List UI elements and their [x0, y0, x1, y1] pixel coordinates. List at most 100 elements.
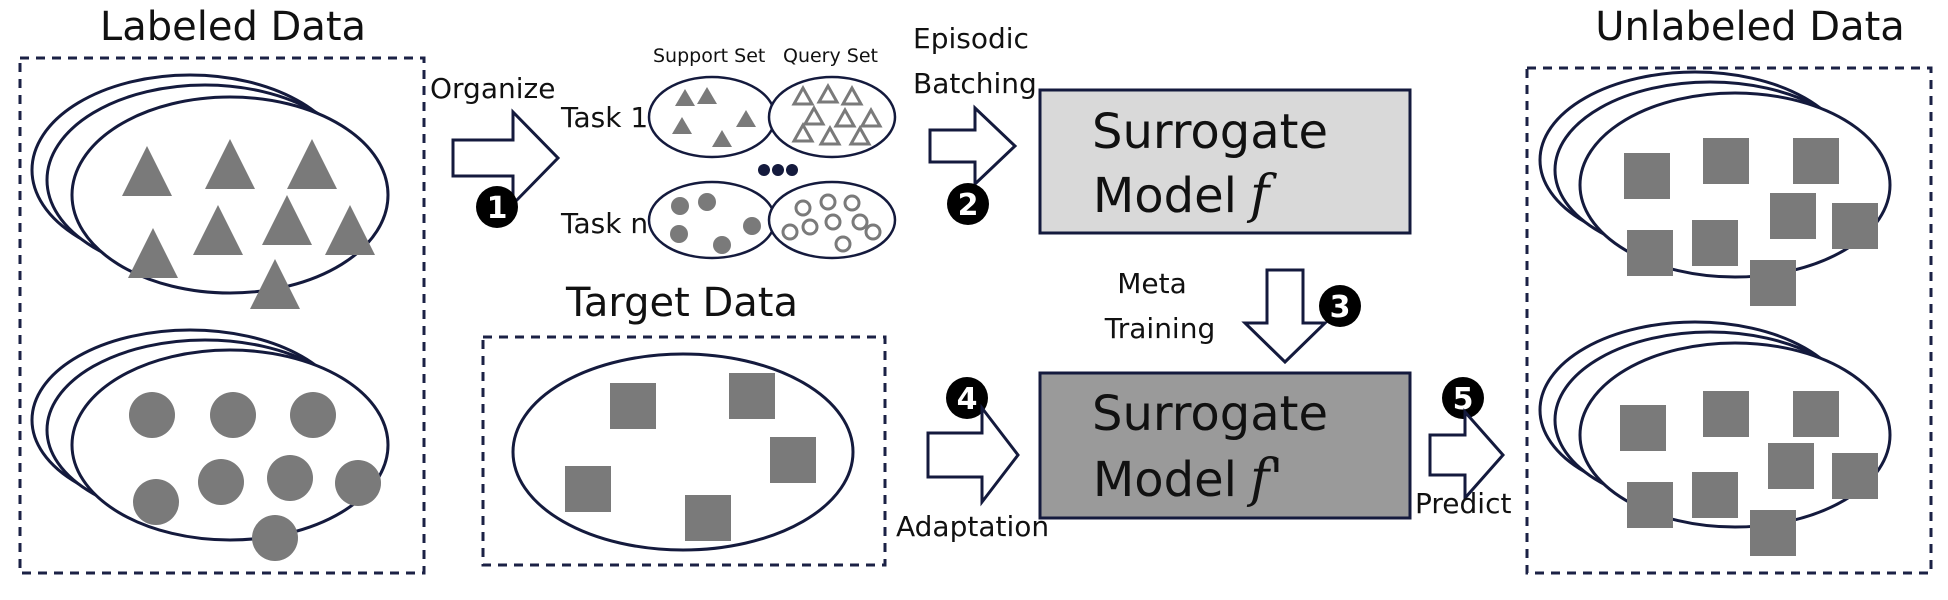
circle-shape: [252, 515, 298, 561]
predict-arrow: [1428, 408, 1506, 502]
circle-shape: [290, 392, 336, 438]
triangle-shape: [128, 228, 178, 278]
target-data-set: [511, 352, 855, 552]
square-shape: [770, 437, 816, 483]
square-shape: [1750, 260, 1796, 306]
step-5-badge: 5: [1442, 377, 1484, 419]
adaptation-label: Adaptation: [896, 510, 1049, 543]
meta-label-line2: Training: [1104, 312, 1215, 345]
square-shape: [1627, 482, 1673, 528]
target-data-title: Target Data: [565, 280, 798, 326]
square-shape: [1793, 138, 1839, 184]
task-n-support-set: [647, 180, 777, 260]
svg-text:4: 4: [957, 382, 978, 417]
episodic-label-line2: Batching: [913, 67, 1037, 100]
triangle-shape: [122, 146, 172, 196]
svg-text:2: 2: [958, 188, 979, 223]
episodic-arrow: [928, 104, 1018, 188]
triangle-outline: [840, 84, 864, 106]
meta-label-line1: Meta: [1117, 267, 1187, 300]
circle-outline: [819, 193, 837, 211]
svg-text:3: 3: [1330, 290, 1351, 325]
triangle-shape: [675, 89, 695, 106]
triangle-outline: [816, 82, 840, 104]
square-shape: [1703, 138, 1749, 184]
circle-outline: [864, 223, 882, 241]
circle-shape: [671, 197, 689, 215]
step-4-badge: 4: [946, 377, 988, 419]
square-shape: [1768, 443, 1814, 489]
triangle-outline: [802, 104, 826, 126]
square-shape: [1624, 153, 1670, 199]
triangle-shape: [193, 205, 243, 255]
labeled-triangle-stack: [30, 73, 390, 309]
triangle-outline: [791, 121, 815, 143]
triangle-shape: [287, 139, 337, 189]
step-3-badge: 3: [1319, 285, 1361, 327]
square-shape: [1770, 193, 1816, 239]
unlabeled-data-frame: [1525, 66, 1933, 575]
organize-arrow: [451, 108, 561, 208]
triangle-shape: [672, 117, 692, 134]
target-data-frame: [481, 335, 887, 567]
circle-outline: [843, 194, 861, 212]
triangle-shape: [712, 130, 732, 147]
circle-shape: [743, 217, 761, 235]
surrogate-model-f-prime-symbol: f': [1246, 449, 1284, 509]
labeled-data-frame: [18, 56, 426, 575]
triangle-shape: [697, 87, 717, 104]
triangle-shape: [736, 110, 756, 127]
square-shape: [1832, 453, 1878, 499]
ellipsis-dots: [758, 164, 798, 176]
support-set-label: Support Set: [653, 45, 765, 67]
triangle-shape: [250, 259, 300, 309]
episodic-label-line1: Episodic: [913, 22, 1029, 55]
circle-shape: [210, 392, 256, 438]
labeled-data-title: Labeled Data: [100, 4, 366, 50]
triangle-outline: [818, 124, 842, 146]
task-1-support-set: [647, 75, 777, 159]
labeled-circle-stack: [30, 328, 390, 561]
surrogate-model-f-prime-line2: Model: [1093, 452, 1237, 508]
circle-shape: [698, 193, 716, 211]
step-2-badge: 2: [947, 183, 989, 225]
square-shape: [1692, 472, 1738, 518]
unlabeled-upper-stack: [1538, 70, 1892, 306]
step-1-badge: 1: [476, 186, 518, 228]
task-1-query-set: [767, 75, 897, 159]
square-shape: [1692, 220, 1738, 266]
surrogate-model-f-prime-box: [1038, 371, 1412, 520]
triangle-shape: [325, 205, 375, 255]
svg-text:5: 5: [1453, 382, 1474, 417]
surrogate-model-f-box: [1038, 88, 1412, 235]
circle-outline: [794, 199, 812, 217]
circle-shape: [335, 460, 381, 506]
triangle-outline: [833, 106, 857, 128]
triangle-shape: [205, 139, 255, 189]
square-shape: [610, 383, 656, 429]
circle-shape: [129, 392, 175, 438]
square-shape: [1793, 391, 1839, 437]
circle-shape: [670, 225, 688, 243]
predict-label: Predict: [1415, 487, 1511, 520]
circle-shape: [133, 479, 179, 525]
circle-shape: [198, 459, 244, 505]
svg-text:1: 1: [487, 191, 508, 226]
task-n-query-set: [767, 180, 897, 260]
unlabeled-lower-stack: [1538, 320, 1892, 556]
circle-outline: [824, 213, 842, 231]
organize-label: Organize: [430, 72, 555, 105]
triangle-outline: [848, 124, 872, 146]
circle-outline: [801, 218, 819, 236]
circle-outline: [834, 235, 852, 253]
triangle-outline: [791, 84, 815, 106]
unlabeled-data-title: Unlabeled Data: [1595, 4, 1905, 50]
circle-shape: [267, 455, 313, 501]
task-n-label: Task n: [560, 207, 648, 240]
adaptation-arrow: [926, 403, 1020, 507]
square-shape: [1627, 230, 1673, 276]
task-1-label: Task 1: [560, 101, 648, 134]
circle-outline: [851, 213, 869, 231]
square-shape: [1750, 510, 1796, 556]
